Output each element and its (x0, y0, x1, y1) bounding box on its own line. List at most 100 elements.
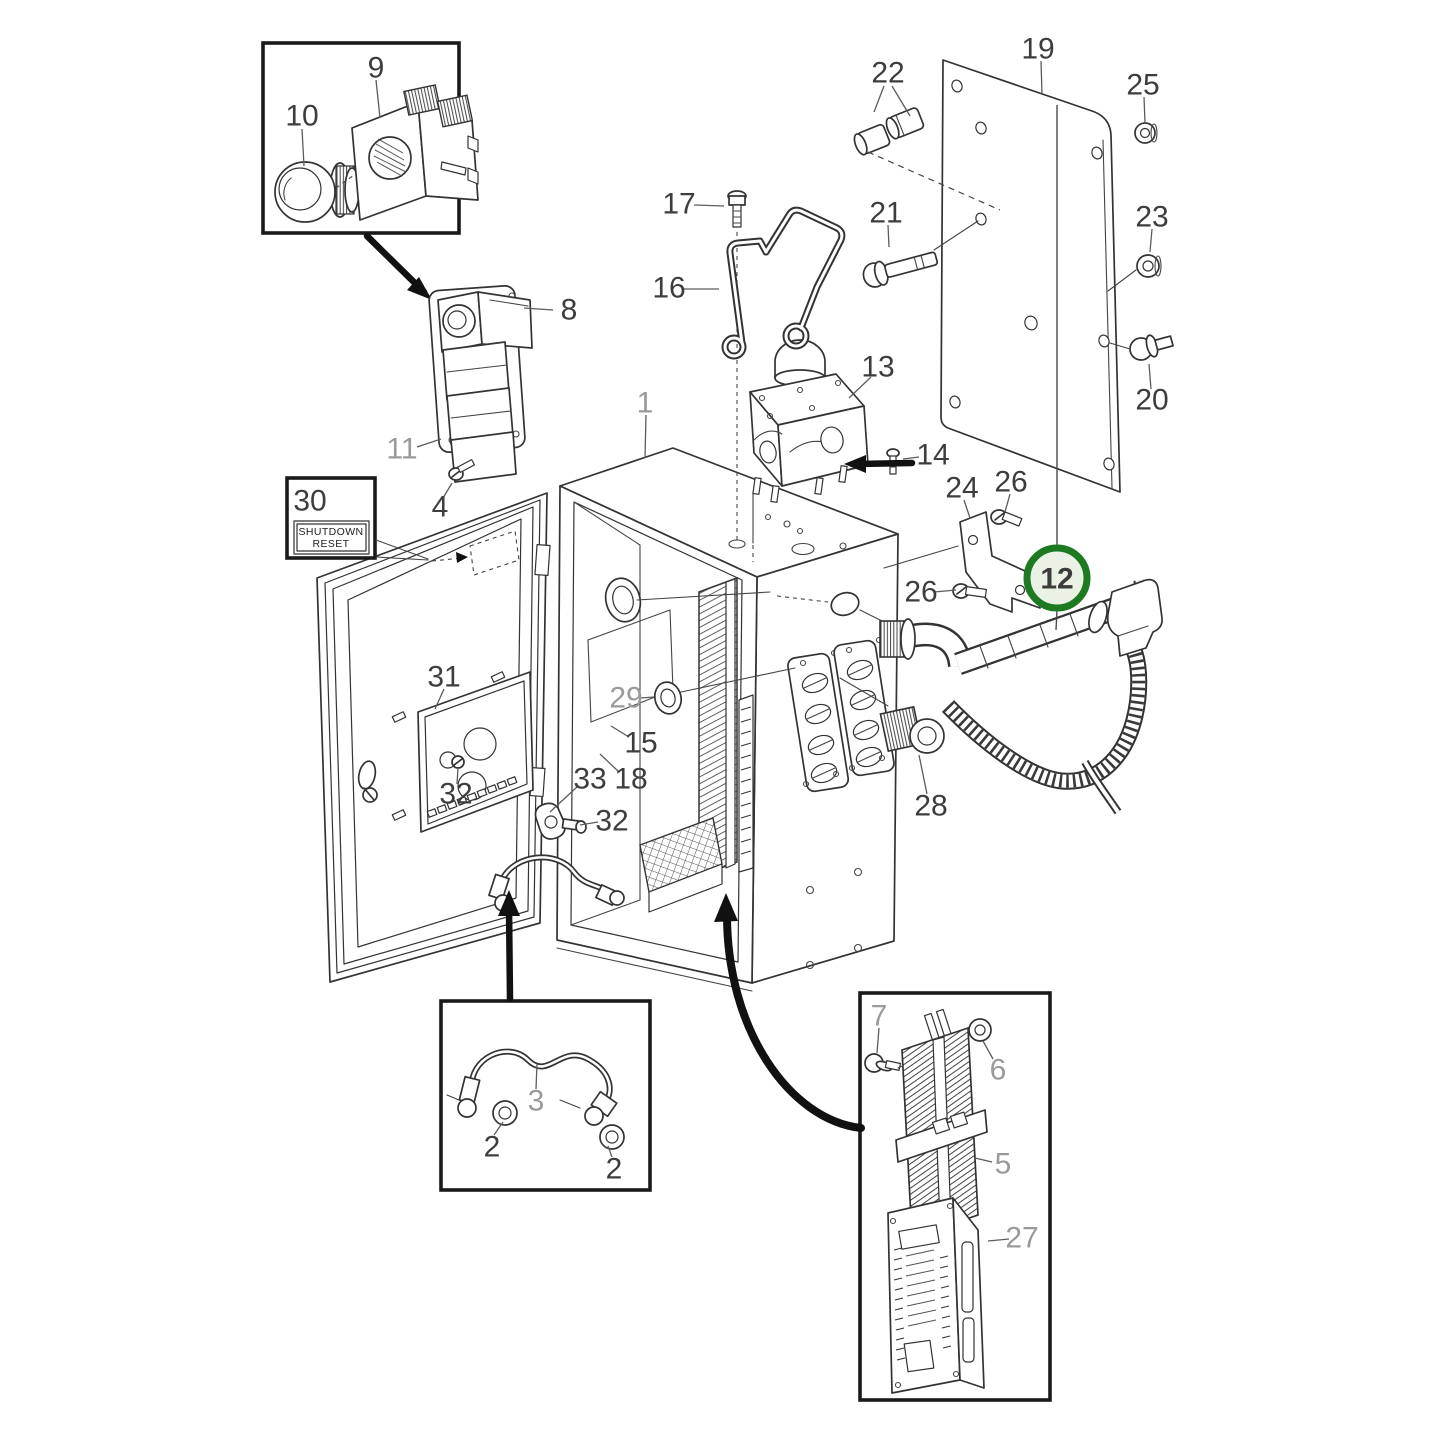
part-label-2-30: 2 (606, 1153, 623, 1186)
leader-line-12 (1055, 609, 1058, 631)
bolt-7 (864, 1053, 927, 1073)
nut-23 (1136, 254, 1162, 278)
highlight-label: 12 (1040, 563, 1073, 596)
arrow-module-to-cabinet (714, 893, 865, 1132)
cabinet-side-hole (805, 960, 815, 970)
part-label-18-23: 18 (614, 763, 647, 796)
part-label-21-14: 21 (869, 197, 902, 230)
inset-box-resistor-module (858, 991, 1052, 1402)
leader-line-1 (644, 414, 647, 459)
wiring-harness-12 (879, 578, 1163, 815)
part-label-17-6: 17 (662, 188, 695, 221)
leader-line-14 (902, 456, 920, 460)
nut-2-right (599, 1124, 625, 1150)
resistor-tower-5 (895, 1008, 988, 1239)
part-label-32-27: 32 (595, 805, 628, 838)
cabinet-side-hole (853, 867, 863, 877)
nut-2-left (492, 1100, 518, 1126)
part-label-26-18: 26 (994, 466, 1027, 499)
part-label-25-13: 25 (1126, 69, 1159, 102)
leader-line-11 (416, 438, 442, 448)
clamp-33 (534, 802, 587, 840)
inset-box-ground-cable (439, 999, 652, 1192)
leader-line-21 (887, 224, 890, 248)
leader-line-31 (434, 688, 445, 710)
switch-cover-plate-left (787, 649, 850, 793)
board-screws (391, 671, 506, 821)
leader-line-3 (535, 1063, 538, 1090)
door-handle (357, 760, 378, 803)
bolt-20 (1129, 334, 1174, 361)
part-label-6-32: 6 (990, 1054, 1007, 1087)
part-label-1-8: 1 (637, 387, 654, 420)
part-label-28-20: 28 (914, 790, 947, 823)
cabinet-top-hole-small (764, 513, 772, 521)
wire-guard-16 (721, 206, 846, 360)
leader-line-7 (876, 1027, 880, 1054)
part-label-3-28: 3 (528, 1085, 545, 1118)
board-terminal-strip (426, 776, 518, 818)
leader-line-8 (523, 307, 554, 311)
leader-line-25 (1143, 96, 1146, 124)
shutdown-label-line2: RESET (312, 538, 349, 550)
part-label-13-9: 13 (861, 351, 894, 384)
leader-line-4 (442, 482, 453, 499)
control-module-27 (887, 1197, 985, 1394)
leader-line-22 (891, 85, 911, 117)
part-label-30-5: 30 (293, 485, 326, 518)
part-label-15-22: 15 (624, 727, 657, 760)
spacer-22a (853, 123, 891, 156)
leader-line-20 (1148, 363, 1152, 390)
leader-line-26 (1004, 493, 1011, 513)
leader-line-15 (610, 725, 630, 738)
arrow-inset-to-part8 (363, 232, 432, 300)
shutdown-label-line1: SHUTDOWN (298, 526, 363, 538)
leader-line-28 (918, 754, 928, 795)
arrow-14 (844, 455, 916, 473)
lamp-switch-bracket-8 (428, 285, 533, 483)
part-label-27-34: 27 (1005, 1222, 1038, 1255)
inset-box-lamp-switch (261, 41, 479, 235)
highlight-ring (1023, 544, 1091, 612)
part-label-5-33: 5 (995, 1148, 1012, 1181)
nut-25 (1134, 122, 1158, 144)
part-label-7-31: 7 (871, 1000, 888, 1033)
part-label-26-19: 26 (904, 576, 937, 609)
leader-line-26 (933, 589, 957, 593)
part-label-31-24: 31 (427, 661, 460, 694)
screw-26-upper (990, 509, 1023, 527)
cabinet-door (316, 492, 625, 983)
arrow-ground-cable-to-door (498, 890, 520, 1003)
leader-line-10 (301, 128, 305, 167)
bolt-21 (862, 251, 939, 288)
leader-line-32 (456, 767, 459, 785)
spacer-22b (885, 107, 925, 140)
cabinet-top-hole-small (839, 542, 847, 550)
cable-3 (446, 1048, 618, 1126)
bottom-tray (639, 817, 723, 913)
part-label-16-7: 16 (652, 272, 685, 305)
part-label-2-29: 2 (484, 1131, 501, 1164)
conduit-tube (954, 595, 1126, 675)
grommet-upper (604, 577, 642, 623)
leader-line-32 (579, 821, 599, 826)
leader-line-27 (987, 1238, 1010, 1242)
cabinet-side-hole (853, 943, 863, 953)
part-label-23-15: 23 (1135, 201, 1168, 234)
indicator-lamp-10 (274, 161, 360, 223)
highlight-leader (1055, 105, 1058, 631)
harness-entry-hole (830, 591, 860, 617)
leader-line-18 (599, 753, 620, 773)
part-label-29-21: 29 (609, 682, 642, 715)
part-label-22-12: 22 (871, 57, 904, 90)
estop-box-13 (736, 232, 869, 562)
leader-line-22 (873, 85, 885, 113)
part-label-9-0: 9 (368, 52, 385, 85)
part-label-19-11: 19 (1021, 33, 1054, 66)
fasteners-around-plate (853, 107, 1174, 361)
part-label-8-2: 8 (561, 294, 578, 327)
highlight-circle-part-12: 12 (1023, 544, 1091, 612)
leader-line-2 (607, 1145, 613, 1158)
